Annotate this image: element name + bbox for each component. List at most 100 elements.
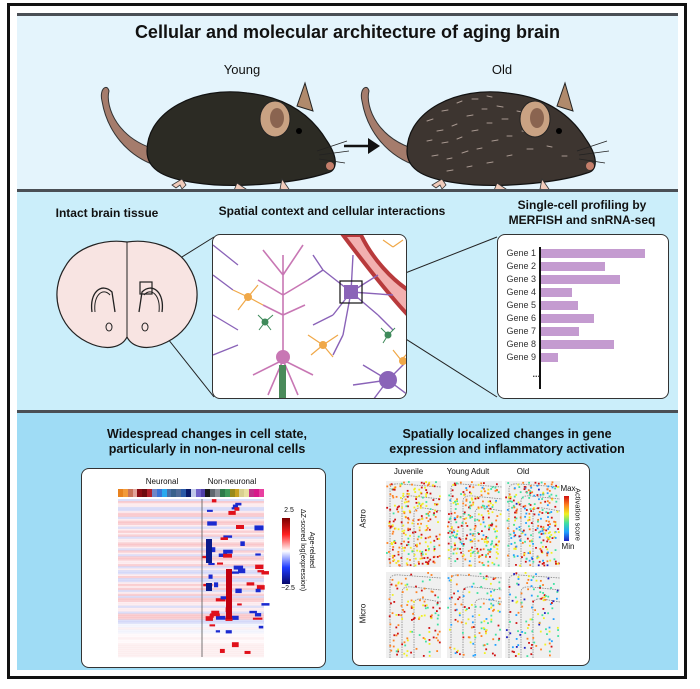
heatmap-row bbox=[118, 593, 264, 597]
cell-point bbox=[388, 525, 391, 527]
cell-point bbox=[388, 558, 391, 561]
cell-point bbox=[528, 544, 531, 547]
heatmap-row bbox=[118, 619, 264, 622]
cell-point bbox=[427, 514, 430, 517]
cell-point bbox=[479, 572, 482, 575]
cell-point bbox=[472, 654, 475, 657]
cell-point bbox=[391, 578, 394, 581]
cell-point bbox=[509, 593, 511, 596]
cell-point bbox=[403, 610, 406, 613]
cell-point bbox=[519, 633, 522, 636]
cell-point bbox=[425, 495, 428, 498]
cell-point bbox=[469, 540, 472, 543]
cell-point bbox=[492, 638, 495, 641]
cell-point bbox=[412, 600, 415, 603]
cell-point bbox=[515, 572, 518, 575]
cell-point bbox=[396, 587, 399, 590]
cell-point bbox=[469, 552, 472, 555]
cell-point bbox=[513, 547, 516, 550]
cell-point bbox=[407, 543, 410, 546]
cell-point bbox=[392, 560, 395, 562]
cell-point bbox=[530, 486, 533, 489]
cell-point bbox=[521, 530, 524, 533]
cell-point bbox=[423, 600, 426, 603]
colorbar-label-line1: Age-related bbox=[308, 531, 315, 569]
cell-point bbox=[529, 504, 532, 506]
cell-point bbox=[421, 518, 424, 520]
cell-point bbox=[417, 501, 420, 504]
heatmap-row bbox=[118, 645, 264, 648]
cell-point bbox=[532, 542, 534, 545]
heatmap-row bbox=[118, 556, 264, 559]
cell-point bbox=[450, 512, 453, 515]
cell-point bbox=[507, 517, 510, 520]
cell-point bbox=[508, 493, 511, 496]
cell-point bbox=[401, 643, 404, 646]
cell-point bbox=[485, 544, 488, 547]
profiling-title-line1: Single-cell profiling by bbox=[517, 198, 647, 212]
cell-point bbox=[533, 513, 536, 516]
cell-point bbox=[425, 501, 428, 503]
cell-point bbox=[471, 534, 474, 537]
cell-point bbox=[472, 532, 475, 535]
heatmap-cell bbox=[220, 537, 228, 540]
cell-point bbox=[554, 505, 557, 508]
cell-point bbox=[494, 530, 497, 533]
heatmap-row bbox=[118, 532, 264, 535]
gene-bar bbox=[541, 262, 606, 271]
cell-point bbox=[474, 519, 476, 522]
cell-point bbox=[405, 501, 408, 503]
heatmap-cell bbox=[256, 585, 265, 590]
cell-point bbox=[409, 630, 412, 633]
cell-state-title: Widespread changes in cell state, partic… bbox=[77, 427, 337, 457]
cell-point bbox=[529, 564, 532, 567]
cell-point bbox=[404, 546, 406, 549]
cell-point bbox=[495, 535, 498, 538]
heatmap-row bbox=[118, 633, 264, 636]
cell-point bbox=[557, 635, 560, 637]
cell-point bbox=[533, 494, 536, 497]
cell-point bbox=[418, 518, 421, 521]
cell-point bbox=[481, 530, 483, 533]
cell-point bbox=[429, 518, 432, 521]
cell-point bbox=[528, 497, 531, 499]
cell-point bbox=[436, 602, 439, 604]
cell-point bbox=[390, 583, 393, 586]
cell-point bbox=[515, 517, 518, 520]
cell-point bbox=[548, 535, 551, 538]
cell-point bbox=[465, 608, 468, 611]
cell-point bbox=[536, 595, 539, 598]
cell-point bbox=[393, 601, 396, 603]
cell-point bbox=[391, 548, 394, 551]
cell-point bbox=[430, 614, 433, 617]
cell-point bbox=[409, 559, 411, 561]
cell-point bbox=[397, 582, 400, 585]
cell-point bbox=[528, 516, 531, 519]
heatmap-row bbox=[118, 520, 264, 523]
cell-point bbox=[526, 491, 528, 494]
cell-point bbox=[481, 504, 484, 507]
cell-point bbox=[406, 544, 408, 547]
heatmap-cell bbox=[257, 570, 265, 573]
cell-point bbox=[495, 543, 498, 546]
cell-point bbox=[491, 504, 494, 506]
cell-point bbox=[489, 548, 492, 550]
cell-point bbox=[531, 630, 534, 633]
cell-point bbox=[512, 504, 515, 507]
cell-point bbox=[416, 549, 419, 552]
cell-point bbox=[456, 651, 458, 654]
profiling-title: Single-cell profiling by MERFISH and snR… bbox=[492, 198, 672, 228]
cell-point bbox=[434, 612, 437, 615]
cell-point bbox=[537, 613, 539, 616]
heatmap-row bbox=[118, 627, 264, 630]
cell-point bbox=[426, 527, 429, 529]
cell-point bbox=[549, 559, 552, 562]
cell-point bbox=[530, 579, 533, 582]
cell-point bbox=[456, 530, 459, 532]
cell-point bbox=[490, 606, 493, 609]
cell-point bbox=[403, 512, 406, 515]
cell-point bbox=[476, 496, 479, 499]
cell-point bbox=[411, 550, 414, 553]
cell-point bbox=[400, 582, 403, 585]
cell-point bbox=[515, 564, 517, 566]
